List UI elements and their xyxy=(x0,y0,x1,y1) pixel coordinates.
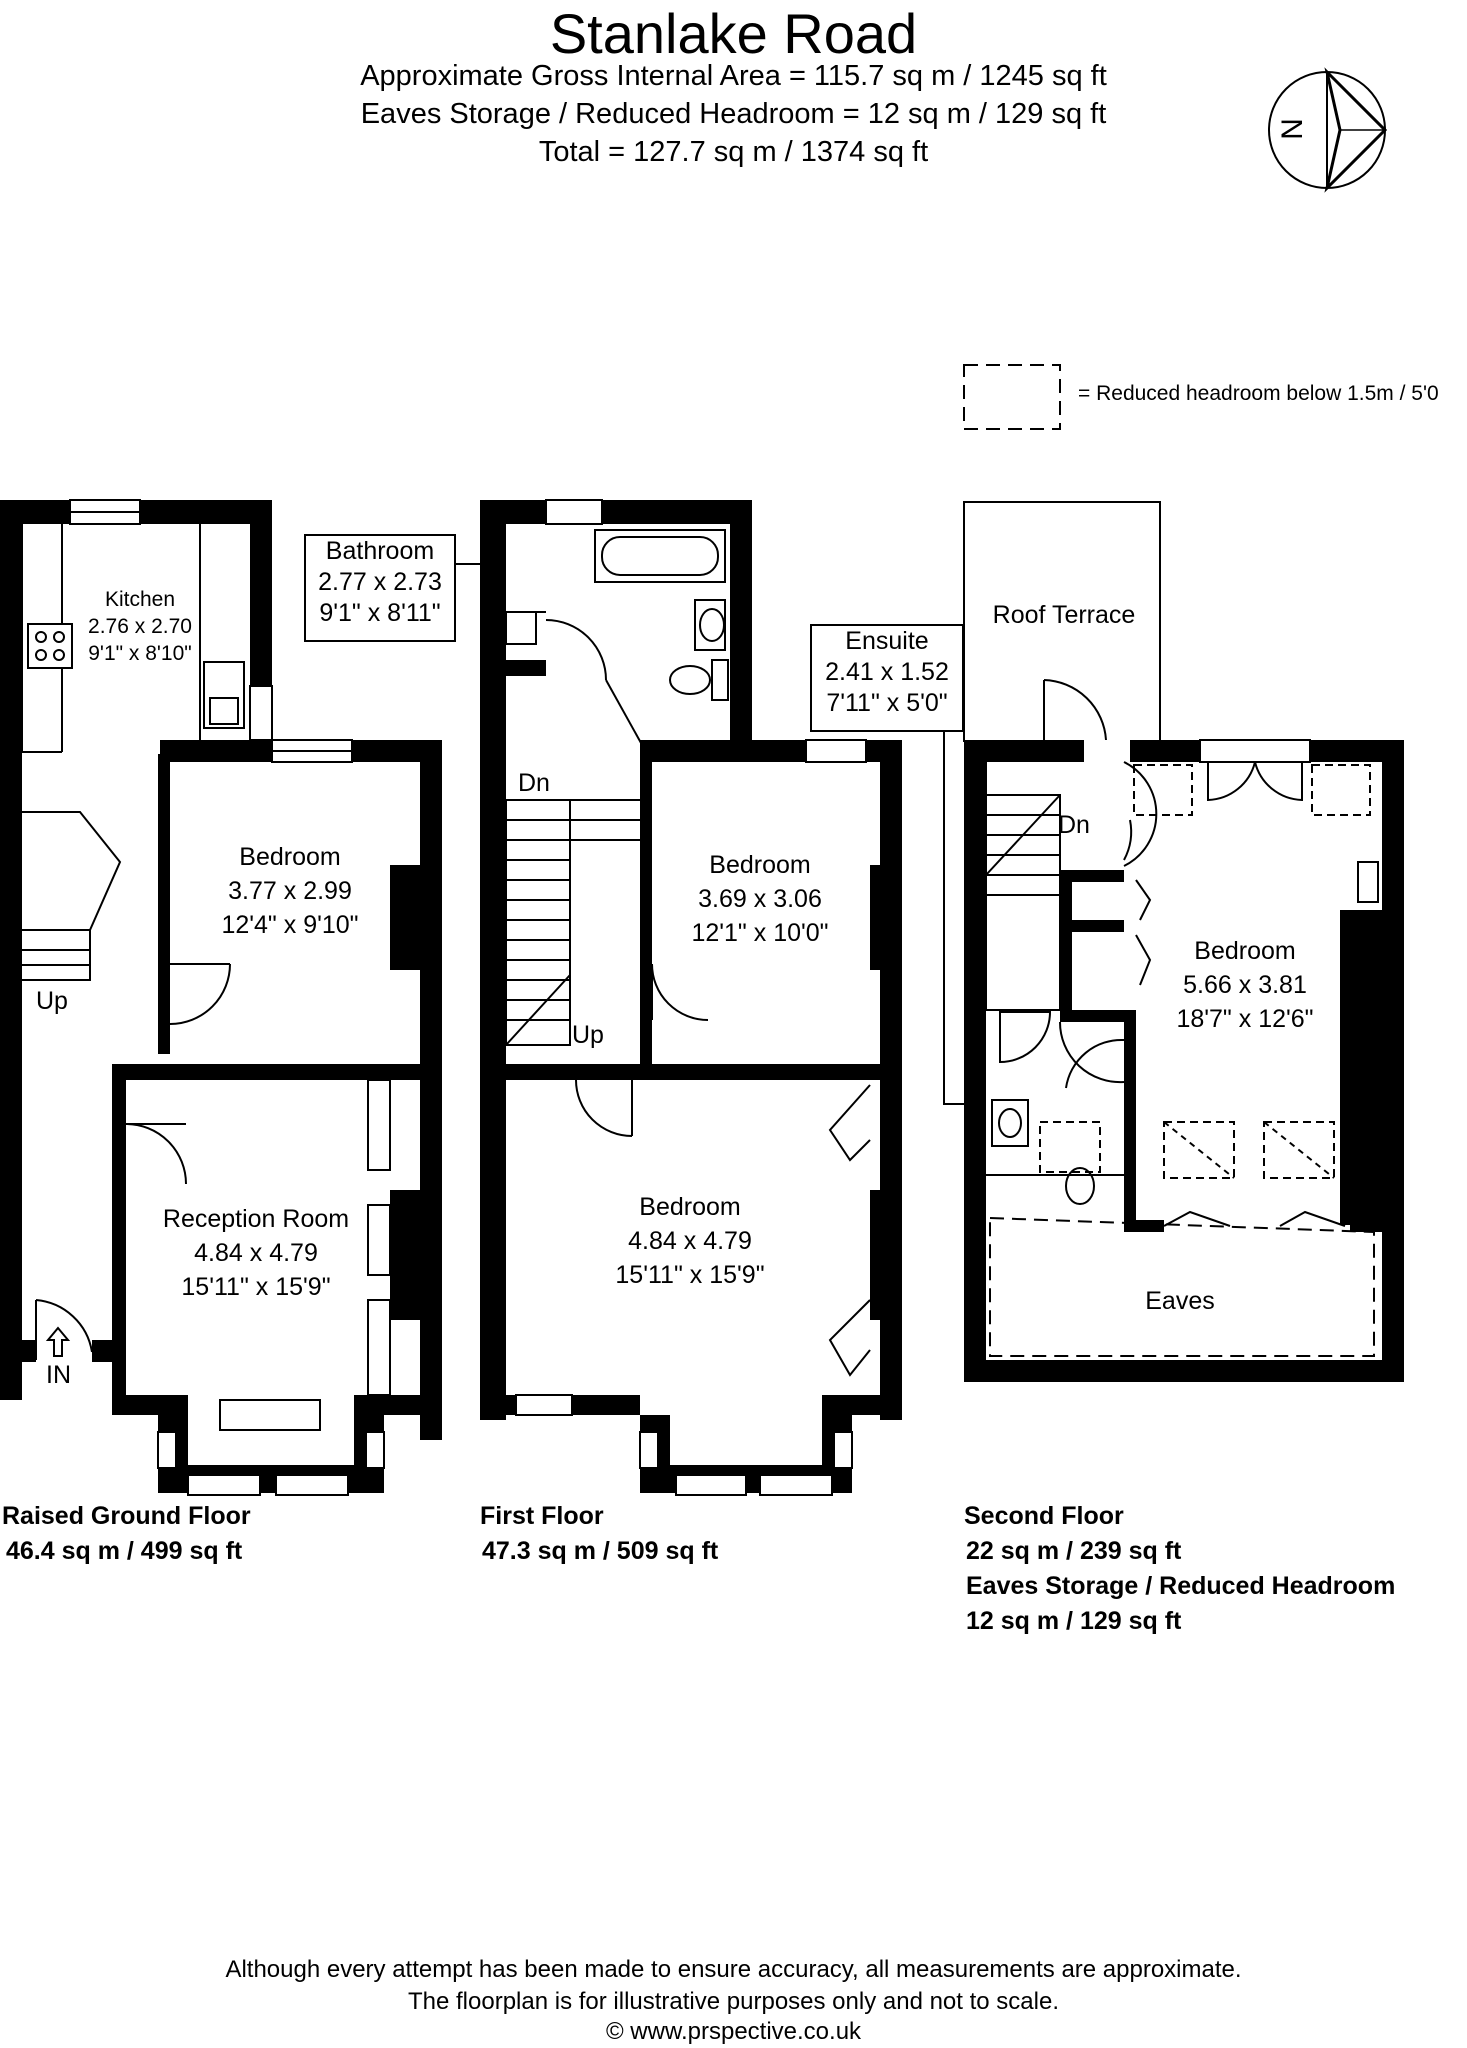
first-stairs-up-label: Up xyxy=(572,1021,604,1049)
eaves-storage-title: Eaves Storage / Reduced Headroom xyxy=(966,1572,1396,1600)
entrance-label: IN xyxy=(46,1361,71,1389)
first-floor-area: 47.3 sq m / 509 sq ft xyxy=(482,1537,719,1565)
first-floor-name: First Floor xyxy=(480,1502,604,1530)
second-floor-fittings xyxy=(448,501,1379,1357)
eaves-area-text: Eaves Storage / Reduced Headroom = 12 sq… xyxy=(360,98,1107,130)
copyright-line: © www.prspective.co.uk xyxy=(605,2018,862,2045)
disclaimer-line-1: Although every attempt has been made to … xyxy=(225,1956,1242,1983)
ground-floor-area: 46.4 sq m / 499 sq ft xyxy=(6,1537,243,1565)
second-floor-name: Second Floor xyxy=(964,1502,1124,1530)
second-stairs-down-label: Dn xyxy=(1058,811,1090,839)
bathroom-label: Bathroom 2.77 x 2.73 9'1" x 8'11" xyxy=(304,534,456,642)
compass-icon xyxy=(1268,67,1388,193)
total-area-text: Total = 127.7 sq m / 1374 sq ft xyxy=(538,136,929,168)
legend-dashed-box xyxy=(963,364,1061,430)
page-title: Stanlake Road xyxy=(549,2,918,65)
ensuite-label: Ensuite 2.41 x 1.52 7'11" x 5'0" xyxy=(810,624,964,732)
gross-area-text: Approximate Gross Internal Area = 115.7 … xyxy=(360,60,1107,92)
ground-floor-fittings xyxy=(21,499,391,1496)
ground-floor-name: Raised Ground Floor xyxy=(2,1502,251,1530)
second-floor-area: 22 sq m / 239 sq ft xyxy=(966,1537,1182,1565)
roof-terrace-label: Roof Terrace xyxy=(992,601,1136,629)
second-floor-plan xyxy=(964,740,1404,1382)
legend-text: = Reduced headroom below 1.5m / 5'0 xyxy=(1078,382,1439,405)
disclaimer-line-2: The floorplan is for illustrative purpos… xyxy=(407,1988,1059,2015)
eaves-storage-area: 12 sq m / 129 sq ft xyxy=(966,1607,1182,1635)
eaves-label: Eaves xyxy=(1145,1287,1215,1315)
compass-north-label: N xyxy=(1275,118,1309,140)
first-stairs-down-label: Dn xyxy=(518,769,550,797)
entrance-arrow-icon xyxy=(45,1326,71,1357)
first-floor-fittings xyxy=(505,499,871,1496)
ground-stairs-up-label: Up xyxy=(36,987,68,1015)
